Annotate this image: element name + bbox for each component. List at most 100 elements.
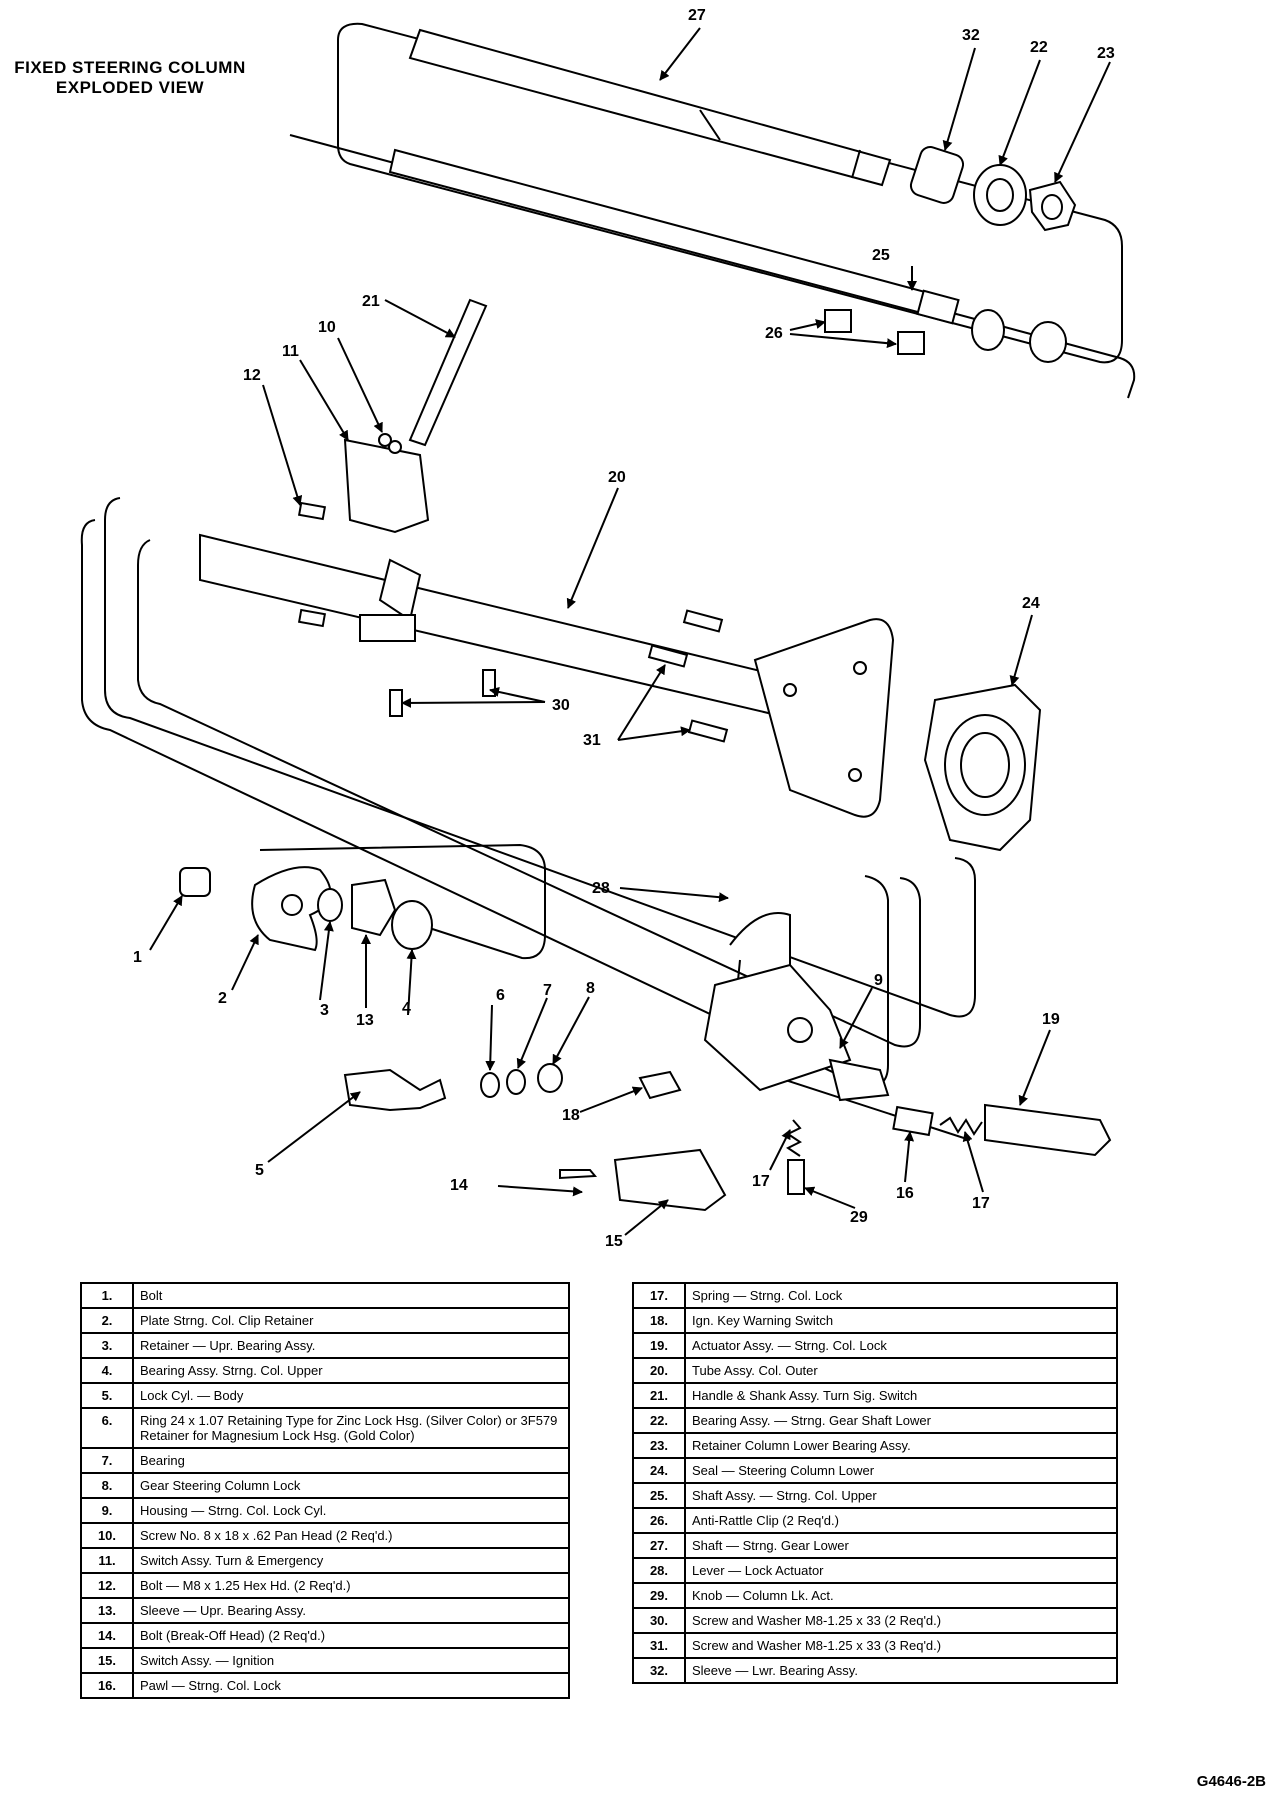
legend-row: 7.Bearing	[80, 1447, 570, 1474]
callout-10: 10	[318, 319, 336, 336]
figure-code: G4646-2B	[1196, 1773, 1266, 1790]
part-25-bearing	[971, 309, 1005, 351]
callout-25: 25	[872, 247, 890, 264]
panel-lock-housing	[80, 519, 889, 1088]
part-15-ignition-switch	[613, 1148, 727, 1212]
callout-31: 31	[583, 732, 601, 749]
legend-description: Bearing	[132, 1447, 570, 1474]
legend-number: 22.	[632, 1407, 686, 1434]
callout-14: 14	[450, 1177, 468, 1194]
part-6-ring	[480, 1072, 500, 1098]
callout-26: 26	[765, 325, 783, 342]
legend-description: Switch Assy. — Ignition	[132, 1647, 570, 1674]
legend-row: 2.Plate Strng. Col. Clip Retainer	[80, 1307, 570, 1334]
callout-24: 24	[1022, 595, 1040, 612]
part-19-actuator	[984, 1103, 1112, 1157]
callout-23: 23	[1097, 45, 1115, 62]
legend-number: 14.	[80, 1622, 134, 1649]
legend-number: 7.	[80, 1447, 134, 1474]
callout-1: 1	[133, 949, 142, 966]
legend-row: 1.Bolt	[80, 1282, 570, 1309]
callout-32: 32	[962, 27, 980, 44]
part-10-screw-b	[388, 440, 402, 454]
legend-description: Sleeve — Upr. Bearing Assy.	[132, 1597, 570, 1624]
part-17-spring-lower	[786, 1119, 802, 1157]
legend-row: 4.Bearing Assy. Strng. Col. Upper	[80, 1357, 570, 1384]
legend-row: 12.Bolt — M8 x 1.25 Hex Hd. (2 Req'd.)	[80, 1572, 570, 1599]
callout-19: 19	[1042, 1011, 1060, 1028]
legend-row: 31.Screw and Washer M8-1.25 x 33 (3 Req'…	[632, 1632, 1118, 1659]
part-16-pawl	[892, 1105, 934, 1137]
legend-number: 15.	[80, 1647, 134, 1674]
legend-description: Knob — Column Lk. Act.	[684, 1582, 1118, 1609]
title-line-2: EXPLODED VIEW	[55, 78, 205, 97]
legend-row: 30.Screw and Washer M8-1.25 x 33 (2 Req'…	[632, 1607, 1118, 1634]
legend-number: 30.	[632, 1607, 686, 1634]
legend-number: 4.	[80, 1357, 134, 1384]
diagram-title: FIXED STEERING COLUMN EXPLODED VIEW	[0, 58, 260, 98]
legend-description: Screw No. 8 x 18 x .62 Pan Head (2 Req'd…	[132, 1522, 570, 1549]
legend-row: 17.Spring — Strng. Col. Lock	[632, 1282, 1118, 1309]
legend-number: 27.	[632, 1532, 686, 1559]
legend-number: 28.	[632, 1557, 686, 1584]
callout-16: 16	[896, 1185, 914, 1202]
part-20-clamp	[359, 614, 416, 642]
legend-number: 13.	[80, 1597, 134, 1624]
part-1-bolt	[179, 867, 211, 897]
part-26-clip-a	[824, 309, 852, 333]
part-27-splines	[699, 109, 721, 141]
legend-description: Bolt (Break-Off Head) (2 Req'd.)	[132, 1622, 570, 1649]
legend-number: 2.	[80, 1307, 134, 1334]
legend-number: 12.	[80, 1572, 134, 1599]
legend-description: Lock Cyl. — Body	[132, 1382, 570, 1409]
part-27-lower-shaft	[408, 28, 892, 187]
legend-number: 25.	[632, 1482, 686, 1509]
legend-row: 3.Retainer — Upr. Bearing Assy.	[80, 1332, 570, 1359]
callout-3: 3	[320, 1002, 329, 1019]
legend-row: 24.Seal — Steering Column Lower	[632, 1457, 1118, 1484]
part-3-retainer	[317, 888, 343, 922]
legend-row: 29.Knob — Column Lk. Act.	[632, 1582, 1118, 1609]
panel-upper-bearing	[259, 843, 546, 960]
legend-description: Retainer — Upr. Bearing Assy.	[132, 1332, 570, 1359]
callout-22: 22	[1030, 39, 1048, 56]
part-12-bolt-b	[297, 608, 327, 628]
legend-number: 3.	[80, 1332, 134, 1359]
part-31-screw-a	[647, 644, 689, 668]
legend-description: Ring 24 x 1.07 Retaining Type for Zinc L…	[132, 1407, 570, 1449]
callout-4: 4	[402, 1000, 411, 1017]
legend-number: 10.	[80, 1522, 134, 1549]
legend-description: Spring — Strng. Col. Lock	[684, 1282, 1118, 1309]
part-5-lock-cylinder	[343, 1068, 447, 1112]
legend-number: 5.	[80, 1382, 134, 1409]
legend-row: 5.Lock Cyl. — Body	[80, 1382, 570, 1409]
legend-row: 20.Tube Assy. Col. Outer	[632, 1357, 1118, 1384]
callout-13: 13	[356, 1012, 374, 1029]
legend-number: 9.	[80, 1497, 134, 1524]
legend-description: Ign. Key Warning Switch	[684, 1307, 1118, 1334]
part-31-screw-c	[682, 609, 724, 633]
callout-11: 11	[282, 343, 299, 360]
legend-number: 16.	[80, 1672, 134, 1699]
panel-top-shaft	[337, 22, 1123, 364]
legend-number: 20.	[632, 1357, 686, 1384]
part-25-retainer	[1029, 321, 1067, 363]
part-20-mount-plate	[753, 618, 895, 818]
legend-row: 9.Housing — Strng. Col. Lock Cyl.	[80, 1497, 570, 1524]
panel-column-outer	[104, 497, 976, 1018]
legend-number: 11.	[80, 1547, 134, 1574]
callout-12: 12	[243, 367, 261, 384]
panel-column-inner	[137, 539, 921, 1048]
legend-description: Bolt	[132, 1282, 570, 1309]
legend-description: Lever — Lock Actuator	[684, 1557, 1118, 1584]
part-31-screw-b	[687, 719, 729, 743]
part-10-screw-a	[378, 433, 392, 447]
legend-description: Retainer Column Lower Bearing Assy.	[684, 1432, 1118, 1459]
callout-15: 15	[605, 1233, 623, 1250]
legend-description: Bearing Assy. Strng. Col. Upper	[132, 1357, 570, 1384]
callout-2: 2	[218, 990, 227, 1007]
legend-row: 22.Bearing Assy. — Strng. Gear Shaft Low…	[632, 1407, 1118, 1434]
title-line-1: FIXED STEERING COLUMN	[14, 58, 246, 77]
legend-description: Pawl — Strng. Col. Lock	[132, 1672, 570, 1699]
